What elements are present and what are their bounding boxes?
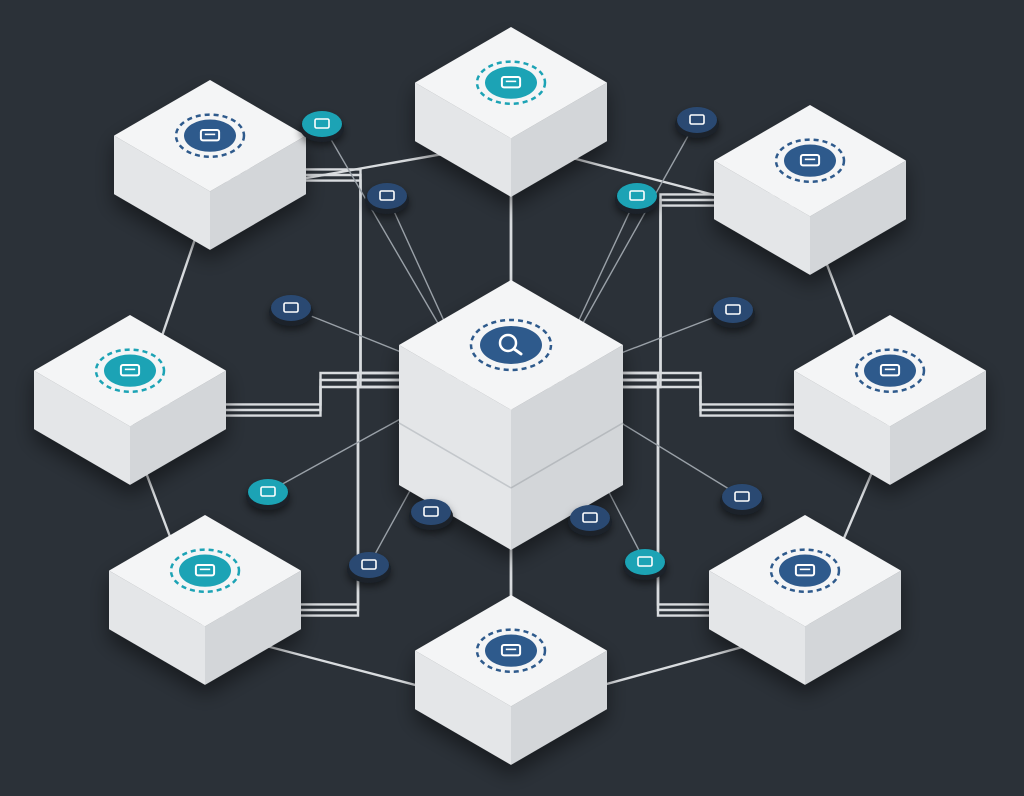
people-network-icon [475, 60, 547, 106]
block-top-left [114, 80, 306, 250]
block-top-right-face [511, 82, 607, 197]
block-bottom-right-face [511, 650, 607, 765]
block-left [34, 315, 226, 485]
satellite-nodes [246, 107, 764, 583]
hub-block-left-face [399, 344, 511, 550]
block-top-left-face [415, 82, 511, 197]
block-bottom [415, 595, 607, 765]
block-left-right-face [130, 370, 226, 485]
hub-block [398, 280, 624, 550]
block-top-left-left-face [114, 135, 210, 250]
analytics-icon [854, 348, 926, 394]
warehouse-icon [769, 548, 841, 594]
block-top [415, 27, 607, 197]
block-right-right-face [890, 370, 986, 485]
block-bottom-right-right-face [805, 570, 901, 685]
block-bottom-left [109, 515, 301, 685]
block-left-left-face [34, 370, 130, 485]
block-top-left-right-face [210, 135, 306, 250]
key-icon [409, 499, 453, 530]
chart-board-icon [169, 548, 241, 594]
flask-icon [623, 549, 667, 580]
chat-icon [568, 505, 612, 536]
image-icon [269, 295, 313, 326]
block-bottom-left-face [415, 650, 511, 765]
diamond-icon [675, 107, 719, 138]
block-right-left-face [794, 370, 890, 485]
truck-icon [711, 297, 755, 328]
block-bottom-left-left-face [109, 570, 205, 685]
hub-block-right-face [511, 344, 623, 550]
gear-icon [347, 552, 391, 583]
block-top-right-left-face [714, 160, 810, 275]
block-top-right [714, 105, 906, 275]
block-bottom-right [709, 515, 901, 685]
blocks-layer [34, 27, 986, 765]
clipboard-icon [94, 348, 166, 394]
block-top-right-right-face [810, 160, 906, 275]
tag-icon [300, 111, 344, 142]
document-stack-icon [174, 113, 246, 159]
link-icon [246, 479, 290, 510]
check-badge-icon [774, 138, 846, 184]
search-icon [469, 318, 553, 372]
tools-icon [475, 628, 547, 674]
lightbulb-icon [615, 183, 659, 214]
document-icon [365, 183, 409, 214]
block-bottom-right-left-face [709, 570, 805, 685]
cart-icon [720, 484, 764, 515]
block-right [794, 315, 986, 485]
block-bottom-left-right-face [205, 570, 301, 685]
